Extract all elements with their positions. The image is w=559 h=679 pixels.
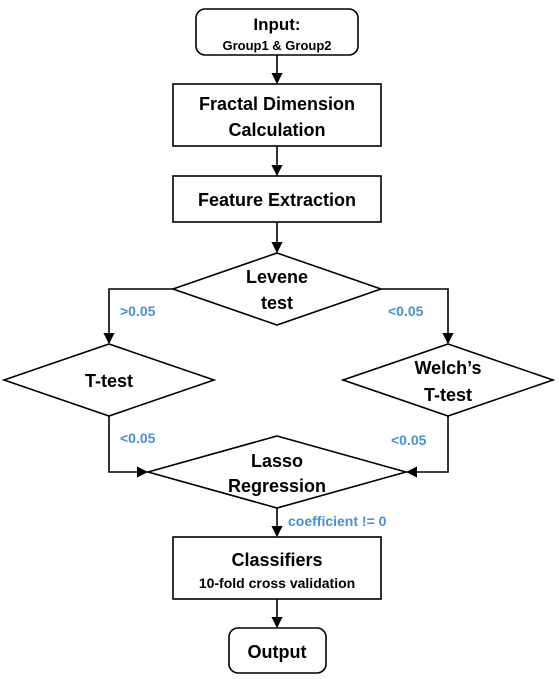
edge-label-lasso-out: coefficient != 0 — [288, 513, 387, 529]
levene-line2: test — [261, 293, 293, 313]
edge-levene-welch — [381, 288, 454, 345]
feature-node: Feature Extraction — [172, 175, 382, 223]
levene-node: Levene test — [170, 252, 384, 326]
edge-label-ttest-out: <0.05 — [120, 430, 156, 446]
lasso-node: Lasso Regression — [145, 435, 409, 509]
fractal-line2: Calculation — [228, 120, 325, 140]
feature-label: Feature Extraction — [198, 190, 356, 210]
input-node: Input: Group1 & Group2 — [195, 8, 359, 56]
edge-ttest-lasso — [108, 416, 149, 478]
lasso-line2: Regression — [228, 476, 326, 496]
lasso-line1: Lasso — [251, 451, 303, 471]
edge-levene-ttest — [103, 288, 173, 345]
levene-line1: Levene — [246, 267, 308, 287]
fractal-node: Fractal Dimension Calculation — [172, 83, 382, 147]
edge-welch-lasso — [405, 416, 449, 478]
edge-label-welch-out: <0.05 — [391, 432, 427, 448]
output-label: Output — [248, 642, 307, 662]
input-title: Input: — [253, 15, 300, 34]
fractal-line1: Fractal Dimension — [199, 94, 355, 114]
classifiers-title: Classifiers — [231, 550, 322, 570]
classifiers-node: Classifiers 10-fold cross validation — [172, 536, 382, 600]
welch-line2: T-test — [424, 385, 472, 405]
ttest-node: T-test — [1, 343, 217, 417]
classifiers-subtitle: 10-fold cross validation — [199, 575, 355, 591]
ttest-label: T-test — [85, 371, 133, 391]
welch-line1: Welch’s — [414, 358, 481, 378]
edge-label-levene-left: >0.05 — [120, 303, 156, 319]
welch-node: Welch’s T-test — [340, 343, 556, 417]
edge-label-levene-right: <0.05 — [388, 303, 424, 319]
output-node: Output — [228, 627, 327, 674]
input-subtitle: Group1 & Group2 — [222, 38, 331, 53]
